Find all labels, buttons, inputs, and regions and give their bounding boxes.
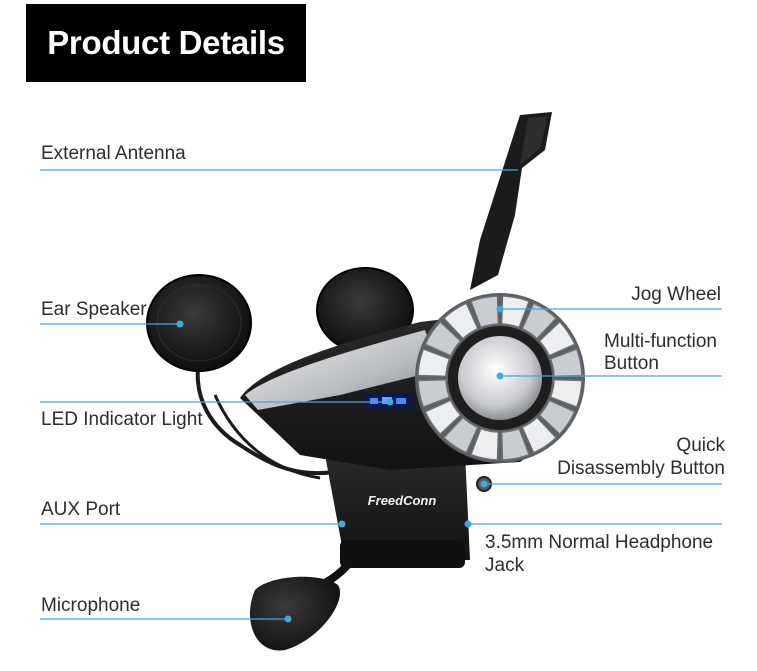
- silver-strip: [245, 330, 440, 410]
- label-multi-function-line1: Multi-function: [604, 331, 717, 352]
- page-title-banner: Product Details: [26, 4, 306, 82]
- jog-wheel-segment: [521, 302, 558, 340]
- label-external-antenna: External Antenna: [41, 143, 186, 164]
- jog-wheel-segment: [469, 295, 500, 329]
- jog-wheel-segment: [521, 416, 558, 454]
- label-aux-port: AUX Port: [41, 499, 121, 520]
- jog-wheel-segment: [417, 378, 451, 409]
- jog-wheel-segment: [442, 416, 479, 454]
- label-multi-function-line2: Button: [604, 353, 659, 374]
- label-led-indicator: LED Indicator Light: [41, 409, 203, 430]
- jog-wheel-segment: [500, 295, 531, 329]
- label-headphone-jack-line1: 3.5mm Normal Headphone: [485, 532, 714, 553]
- jog-wheel-segment: [417, 347, 451, 378]
- jog-wheel-segment: [469, 427, 500, 461]
- antenna: [470, 112, 552, 290]
- callout-dot-quick: [480, 480, 488, 488]
- speaker-cable: [195, 354, 346, 476]
- label-quick-disassembly-line1: Quick: [676, 435, 725, 456]
- brand-logo: FreedConn: [368, 493, 437, 508]
- jog-wheel-segment: [549, 378, 583, 409]
- jog-wheel-segment: [538, 399, 576, 436]
- page-title: Product Details: [47, 24, 285, 61]
- clamp-block: [325, 452, 470, 562]
- label-ear-speaker: Ear Speaker: [41, 299, 147, 320]
- ear-speaker-left: [146, 274, 252, 372]
- callout-dot-jack: [464, 520, 472, 528]
- jog-wheel-segment: [442, 302, 479, 340]
- label-headphone-jack-line2: Jack: [485, 555, 525, 576]
- speaker-cable-2: [213, 394, 321, 480]
- callout-dot-aux: [338, 520, 346, 528]
- callout-dot-multifunction: [496, 372, 504, 380]
- label-microphone: Microphone: [41, 595, 141, 616]
- label-quick-disassembly-line2: Disassembly Button: [557, 458, 725, 479]
- callout-dot-led: [386, 398, 394, 406]
- callout-dot-jog: [496, 305, 504, 313]
- label-jog-wheel: Jog Wheel: [631, 284, 721, 305]
- jog-wheel-segment: [538, 320, 576, 357]
- mic-foam: [249, 576, 341, 651]
- callout-dot-mic: [284, 615, 292, 623]
- jog-wheel-segment: [424, 320, 462, 357]
- jog-wheel-segment: [424, 399, 462, 436]
- jog-wheel-segment: [500, 427, 531, 461]
- callout-dot-ear-speaker: [176, 320, 184, 328]
